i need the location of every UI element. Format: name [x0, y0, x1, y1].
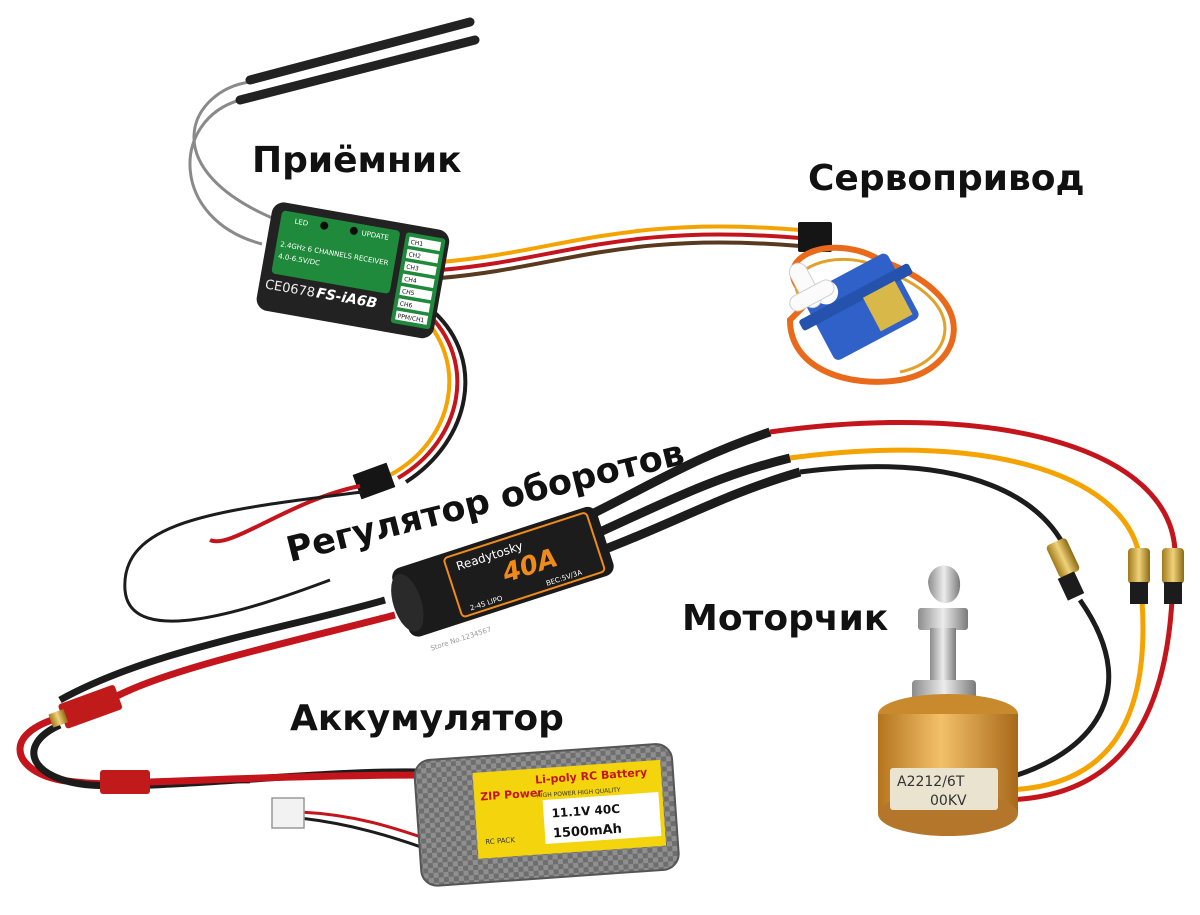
motor: A2212/6T 00KV	[878, 565, 1018, 836]
esc-signal-cable	[123, 310, 468, 623]
battery-capacity-text: 1500mAh	[552, 822, 622, 842]
receiver-port-label: CH5	[401, 288, 415, 297]
receiver-port-label: CH4	[404, 276, 418, 285]
label-receiver: Приёмник	[252, 140, 462, 181]
receiver-port-label: PPM/CH1	[397, 313, 425, 325]
motor-wires	[769, 419, 1184, 803]
receiver-port-label: CH6	[399, 301, 413, 310]
esc-phase-leads	[587, 427, 802, 553]
servo-cable	[439, 222, 832, 280]
esc-signal-connector	[352, 462, 396, 500]
label-battery: Аккумулятор	[290, 698, 564, 739]
receiver-port	[408, 236, 442, 252]
bullet-connector-red	[1162, 548, 1184, 604]
receiver: LED UPDATE 2.4GHz 6 CHANNELS RECEIVER 4.…	[256, 202, 450, 339]
receiver-port	[403, 261, 437, 276]
receiver-port-label: CH1	[410, 239, 424, 248]
label-motor: Моторчик	[682, 598, 889, 639]
t-connector-esc	[48, 685, 123, 729]
receiver-port	[397, 298, 431, 313]
receiver-antennas	[188, 17, 480, 246]
balance-connector	[271, 797, 305, 829]
receiver-port-label: CH3	[406, 264, 420, 273]
receiver-led-text: LED	[294, 217, 309, 227]
t-connector-battery	[100, 770, 150, 794]
esc-label	[443, 512, 606, 618]
receiver-port	[405, 248, 439, 264]
servo-connector	[798, 222, 832, 252]
battery-pack-text: RC PACK	[485, 836, 515, 846]
receiver-label	[271, 210, 400, 294]
power-wires	[16, 596, 431, 852]
propeller-adapter	[928, 565, 961, 603]
receiver-port	[399, 285, 433, 301]
servo	[786, 244, 957, 385]
bullet-connector-black	[1046, 538, 1085, 601]
esc: Readytosky 40A 2-4S LIPO BEC:5V/3A Store…	[391, 506, 614, 653]
motor-model-text: A2212/6T	[897, 774, 965, 790]
bullet-connector-orange	[1128, 548, 1150, 604]
battery: ZIP Power Li-poly RC Battery HIGH POWER …	[413, 743, 680, 887]
battery-brand-text: ZIP Power	[480, 786, 544, 803]
motor-kv-text: 00KV	[930, 793, 967, 809]
receiver-port	[401, 273, 435, 288]
receiver-port-label: CH2	[408, 251, 422, 260]
motor-sticker	[890, 768, 998, 810]
label-servo: Сервопривод	[808, 158, 1085, 199]
receiver-port	[395, 310, 429, 325]
battery-spec-text: 11.1V 40C	[551, 802, 621, 821]
